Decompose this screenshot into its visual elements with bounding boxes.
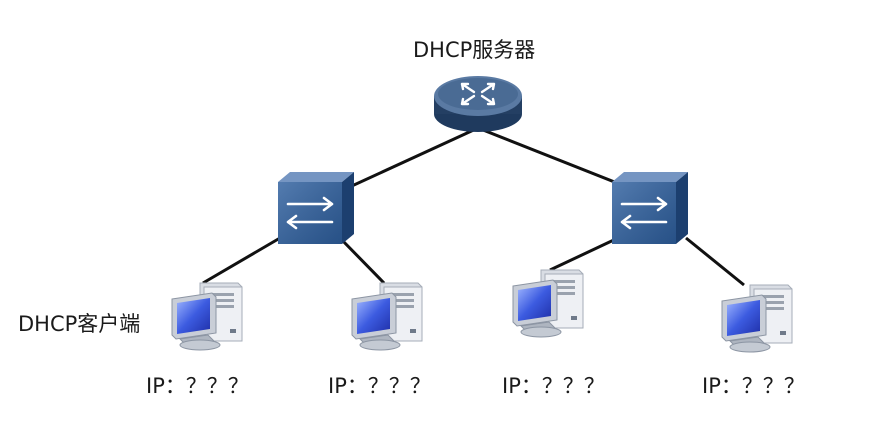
pc-icon-3 <box>512 269 584 338</box>
client-label: DHCP客户端 <box>18 312 141 336</box>
pc-icon-4 <box>721 284 793 353</box>
ip-label-1: IP：？？？ <box>146 374 249 398</box>
ip-label-2: IP：？？？ <box>328 374 431 398</box>
link-switch-left-pc2 <box>338 236 386 285</box>
pc-icon-1 <box>171 282 243 351</box>
switch-icon-left <box>278 172 354 244</box>
link-switch-right-pc3 <box>549 236 619 272</box>
link-switch-right-pc4 <box>685 236 745 287</box>
router-icon <box>434 76 522 132</box>
ip-label-4: IP：？？？ <box>702 374 805 398</box>
ip-label-3: IP：？？？ <box>502 374 605 398</box>
switch-icon-right <box>612 172 688 244</box>
server-label: DHCP服务器 <box>413 38 536 62</box>
link-switch-left-pc1 <box>202 236 281 285</box>
link-server-switch-left <box>329 126 479 198</box>
pc-icon-2 <box>351 282 423 351</box>
